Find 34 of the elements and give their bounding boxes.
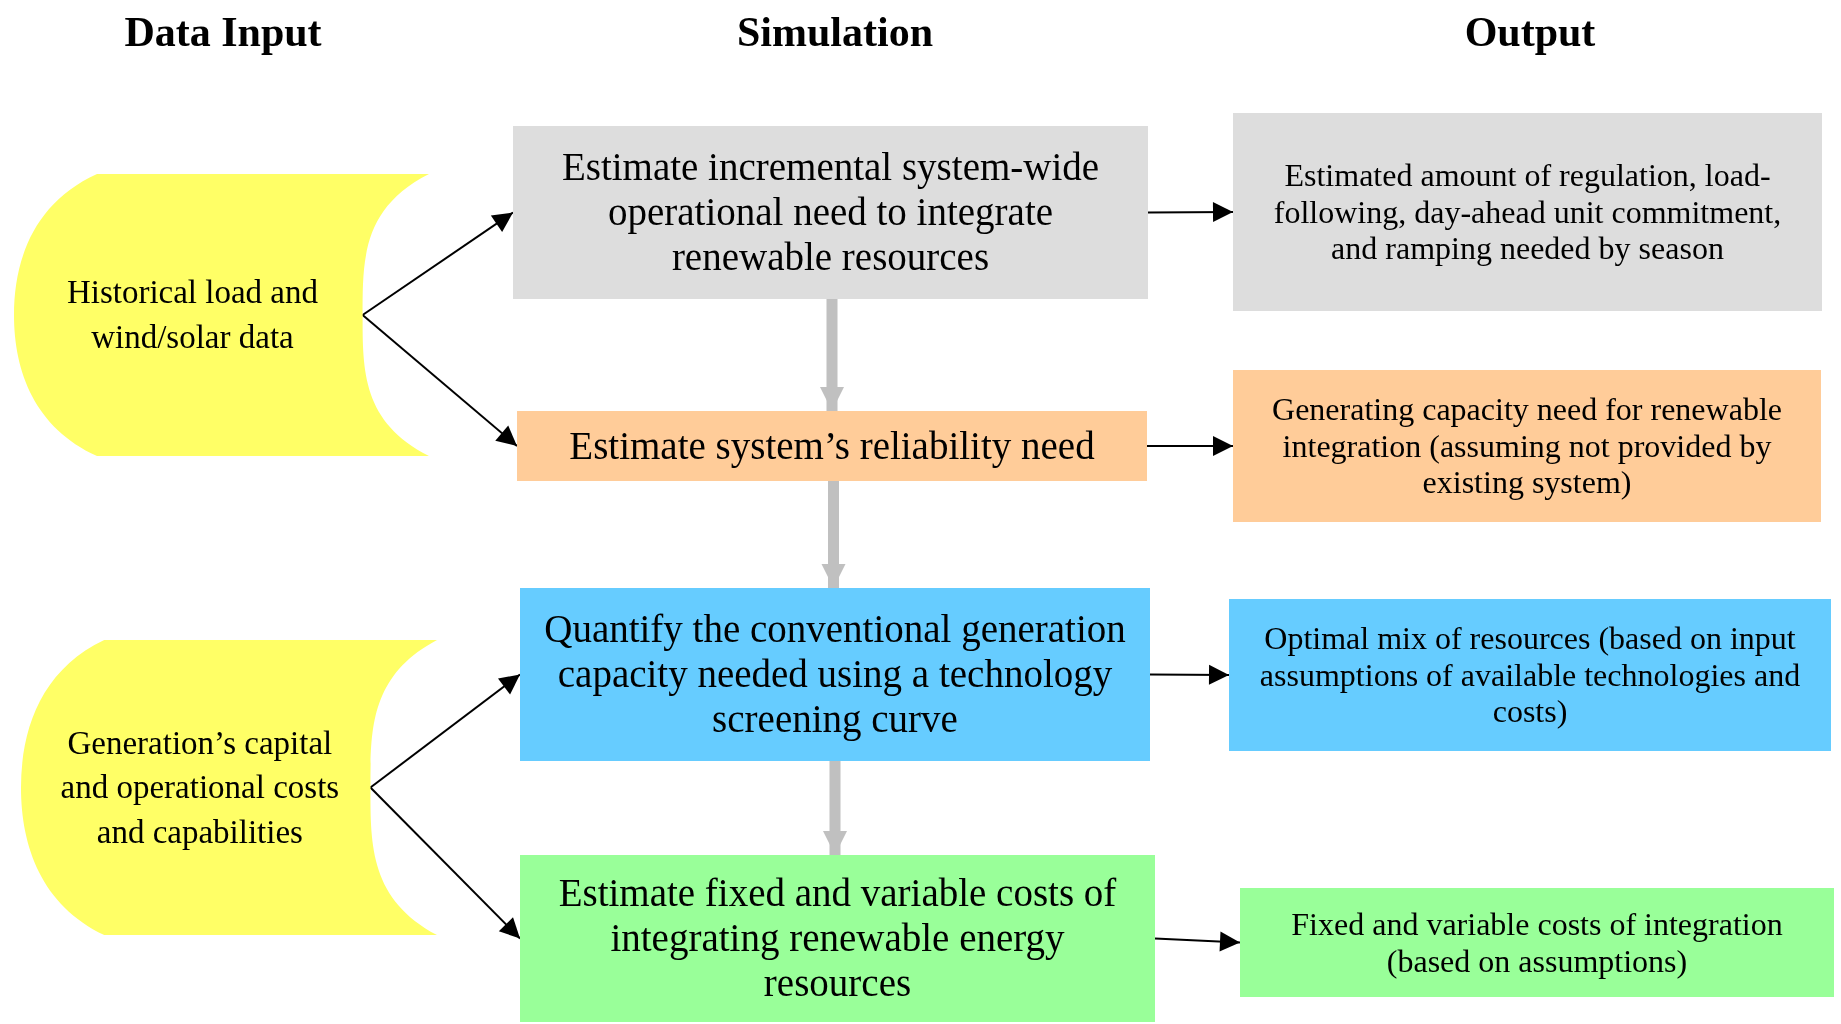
box-text: Fixed and variable costs of integration (based on assumptions): [1290, 905, 1784, 980]
process-box: [517, 411, 1147, 481]
arrow: [369, 786, 521, 940]
arrow: [821, 481, 846, 588]
arrow: [361, 314, 518, 447]
box-text: Generating capacity need for renewable integration (assuming not provided by existing system): [1271, 390, 1783, 502]
input-scroll-shape: [14, 174, 429, 456]
box-text: Estimate fixed and variable costs of integrating renewable energy resources: [557, 871, 1118, 1006]
arrow: [361, 211, 514, 316]
input-text: Generation’s capital and operational costs and capabilities: [59, 723, 341, 852]
box-text: Optimal mix of resources (based on input assumptions of available technologies and costs): [1258, 619, 1802, 731]
column-heading: Output: [1464, 9, 1596, 55]
input-scroll-shape: [21, 640, 437, 935]
output-box: [1233, 113, 1822, 311]
output-box: [1229, 599, 1831, 751]
column-heading: Data Input: [124, 9, 322, 55]
output-box: [1240, 888, 1834, 997]
process-box: [520, 855, 1155, 1022]
input-text: Historical load and wind/solar data: [65, 273, 319, 357]
process-box: [520, 588, 1150, 761]
arrow: [1147, 202, 1234, 223]
arrow: [1154, 931, 1241, 952]
arrow: [1149, 664, 1230, 685]
column-heading: Simulation: [736, 9, 934, 55]
box-text: Estimate system’s reliability need: [569, 423, 1095, 469]
output-box: [1233, 370, 1821, 522]
box-text: Estimated amount of regulation, load-following, day-ahead unit commitment, and ramping needed by season: [1272, 156, 1783, 268]
arrow: [369, 673, 521, 789]
box-text: Quantify the conventional generation capacity needed using a technology screening curve: [543, 607, 1127, 742]
process-box: [513, 126, 1148, 299]
arrow: [1146, 436, 1234, 456]
arrow: [822, 761, 848, 855]
arrow: [819, 299, 845, 411]
box-text: Estimate incremental system-wide operational need to integrate renewable resources: [560, 145, 1101, 280]
